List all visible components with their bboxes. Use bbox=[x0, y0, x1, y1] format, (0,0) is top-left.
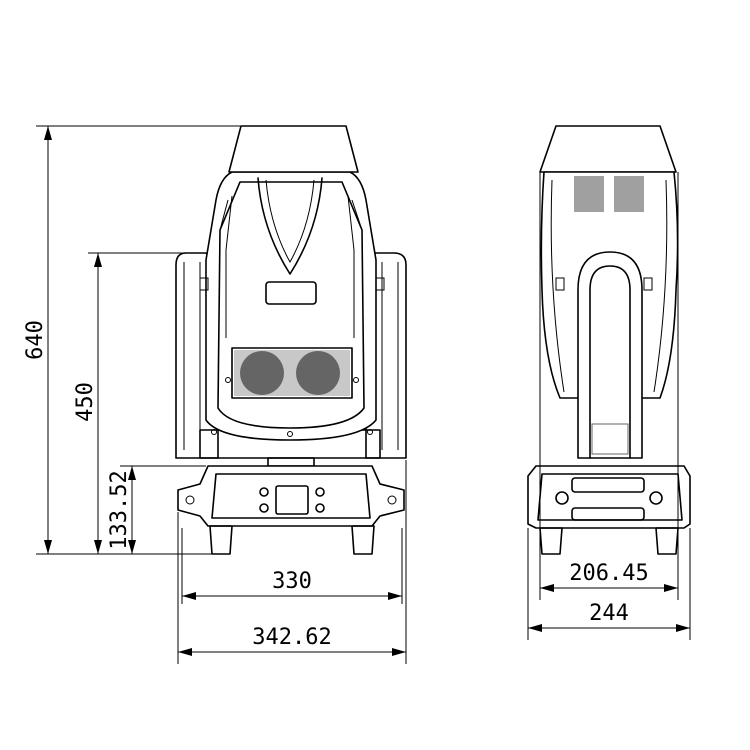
side-knob-right bbox=[649, 491, 663, 505]
side-yoke-arch bbox=[577, 251, 643, 459]
dim-label-330: 330 bbox=[272, 569, 312, 594]
front-foot-right bbox=[351, 525, 375, 555]
front-head-shell bbox=[205, 171, 377, 441]
front-neck bbox=[267, 457, 315, 467]
dim-label-342-62: 342.62 bbox=[252, 625, 331, 650]
front-lens-mesh-area bbox=[231, 347, 353, 399]
side-view bbox=[527, 125, 691, 555]
front-lens-grill bbox=[234, 350, 350, 396]
dim-label-640: 640 bbox=[23, 320, 48, 360]
front-button-4 bbox=[315, 503, 325, 513]
front-yoke-right-arm bbox=[365, 252, 407, 459]
dim-label-206-45: 206.45 bbox=[569, 561, 648, 586]
front-button-2 bbox=[259, 503, 269, 513]
dim-label-450: 450 bbox=[73, 382, 98, 422]
front-head-inner bbox=[217, 181, 365, 429]
dim-label-133-52: 133.52 bbox=[107, 470, 132, 549]
front-button-1 bbox=[259, 487, 269, 497]
side-knob-left bbox=[555, 491, 569, 505]
front-foot-left bbox=[209, 525, 233, 555]
side-foot-left bbox=[539, 527, 563, 555]
dim-label-244: 244 bbox=[589, 601, 629, 626]
dimension-lines bbox=[36, 125, 691, 664]
front-view bbox=[175, 125, 407, 555]
side-base bbox=[527, 465, 691, 529]
front-label-window bbox=[265, 281, 317, 305]
side-vents-right bbox=[614, 176, 644, 212]
front-top-cap bbox=[228, 125, 359, 173]
side-vents-left bbox=[574, 176, 604, 212]
dimension-labels: 640 450 133.52 330 342.62 206.45 244 bbox=[23, 320, 649, 650]
side-foot-right bbox=[655, 527, 679, 555]
front-display bbox=[275, 485, 309, 515]
front-button-3 bbox=[315, 487, 325, 497]
side-top-cap bbox=[539, 125, 677, 173]
front-head-v-panel bbox=[257, 177, 323, 275]
